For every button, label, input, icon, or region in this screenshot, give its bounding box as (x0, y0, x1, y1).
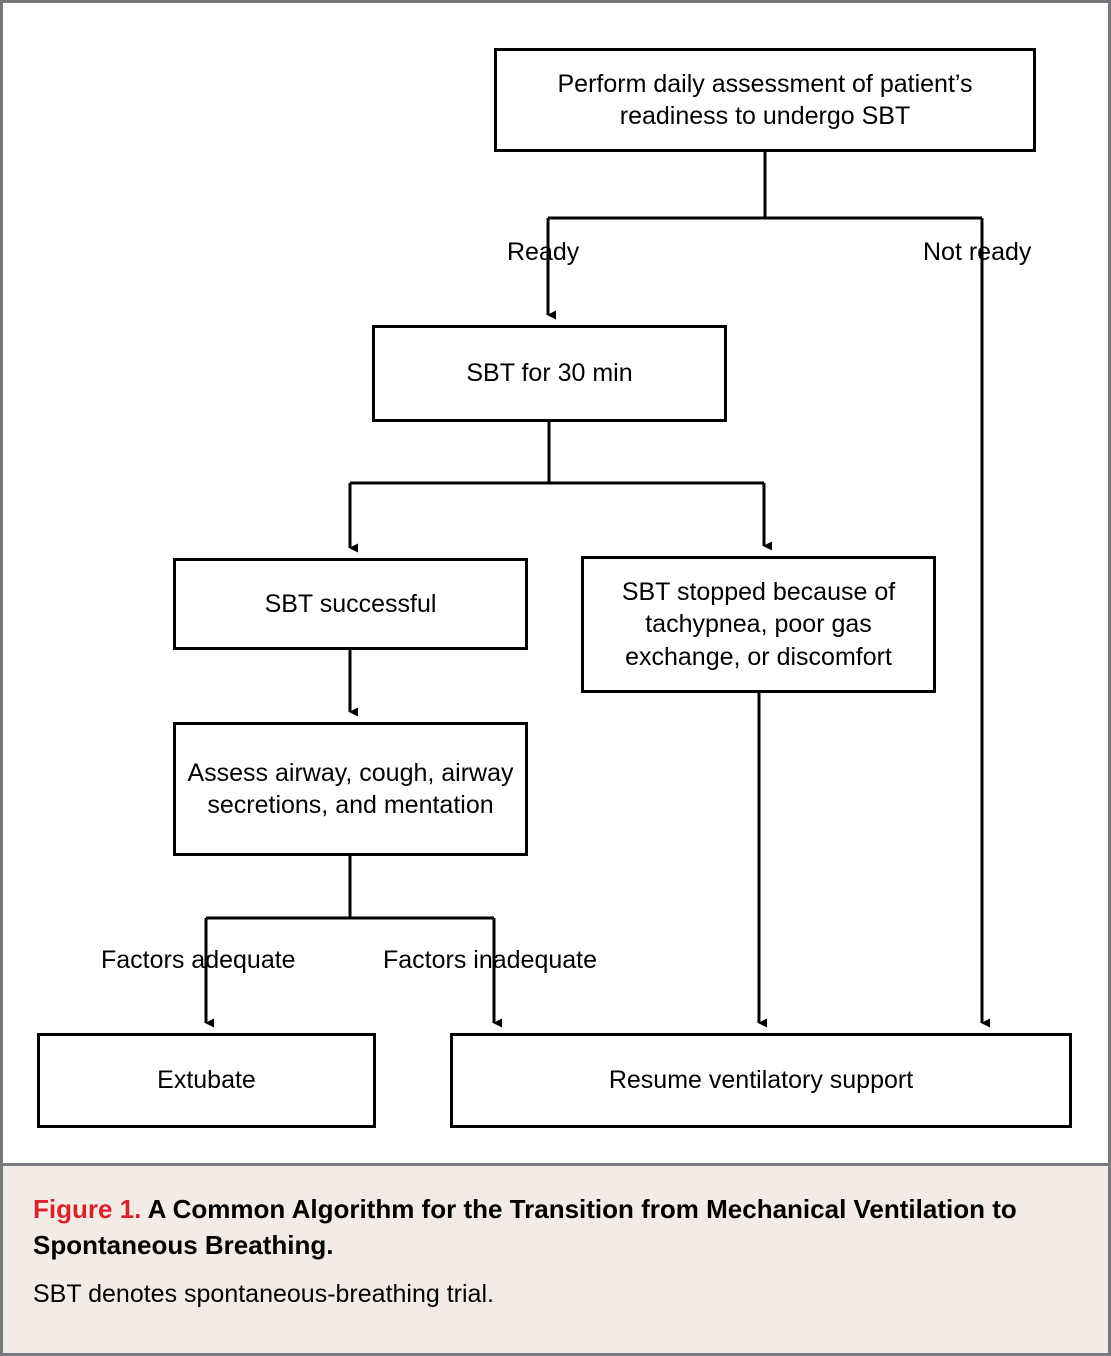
flowchart-canvas: Perform daily assessment of patient’s re… (3, 3, 1108, 1163)
node-sbt-successful: SBT successful (173, 558, 528, 650)
node-resume-support: Resume ventilatory support (450, 1033, 1072, 1128)
node-assess-factors: Assess airway, cough, airway secretions,… (173, 722, 528, 856)
caption-figure-number: Figure 1. (33, 1194, 142, 1224)
node-extubate-label: Extubate (157, 1066, 256, 1095)
figure-caption: Figure 1. A Common Algorithm for the Tra… (3, 1163, 1108, 1353)
node-sbt-30min: SBT for 30 min (372, 325, 727, 422)
node-sbt-stopped-label: SBT stopped because of tachypnea, poor g… (621, 577, 896, 671)
node-extubate: Extubate (37, 1033, 376, 1128)
node-sbt-successful-label: SBT successful (264, 589, 437, 618)
node-sbt-30min-label: SBT for 30 min (466, 359, 633, 388)
caption-title-text: A Common Algorithm for the Transition fr… (33, 1194, 1017, 1260)
flowchart-connectors (204, 152, 990, 1028)
node-assess-readiness-label: Perform daily assessment of patient’s re… (557, 69, 973, 131)
node-resume-support-label: Resume ventilatory support (608, 1066, 914, 1095)
edge-label-factors-inadequate: Factors inadequate (383, 946, 598, 974)
edge-label-ready: Ready (507, 238, 580, 266)
edge-label-factors-adequate: Factors adequate (101, 946, 296, 974)
caption-note: SBT denotes spontaneous-breathing trial. (33, 1279, 494, 1308)
edge-label-not-ready: Not ready (923, 238, 1032, 266)
node-sbt-stopped: SBT stopped because of tachypnea, poor g… (581, 556, 936, 693)
caption-title: Figure 1. A Common Algorithm for the Tra… (33, 1192, 1078, 1264)
node-assess-readiness: Perform daily assessment of patient’s re… (494, 48, 1036, 152)
node-assess-factors-label: Assess airway, cough, airway secretions,… (187, 758, 514, 820)
